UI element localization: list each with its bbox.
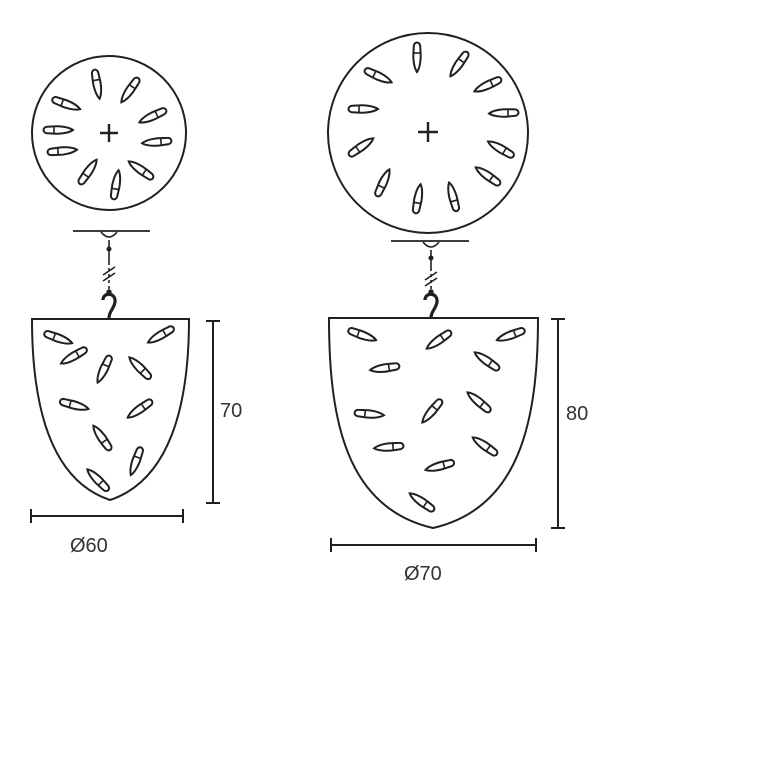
large-lamp-top-view bbox=[327, 32, 529, 234]
small-height-label: 70 bbox=[220, 400, 242, 422]
small-diameter-dimension bbox=[30, 509, 184, 523]
large-lamp-side-view bbox=[327, 317, 540, 530]
large-diameter-dimension bbox=[330, 538, 537, 552]
large-diameter-label: Ø70 bbox=[404, 563, 442, 585]
small-diameter-label: Ø60 bbox=[70, 535, 108, 557]
large-ceiling-mount bbox=[391, 240, 469, 295]
large-top-view-leaves bbox=[345, 41, 520, 215]
small-center-cross-icon bbox=[100, 124, 118, 142]
large-height-label: 80 bbox=[566, 403, 588, 425]
large-side-view-leaves bbox=[346, 325, 527, 515]
large-hook bbox=[423, 292, 439, 319]
small-side-view-leaves bbox=[42, 323, 177, 494]
small-lamp-top-view bbox=[31, 55, 187, 211]
small-height-dimension bbox=[206, 320, 220, 504]
small-hook bbox=[101, 292, 117, 319]
large-center-cross-icon bbox=[418, 122, 438, 142]
small-lamp: 70 Ø60 bbox=[30, 55, 242, 557]
large-height-dimension bbox=[551, 318, 565, 529]
large-lamp: 80 Ø70 bbox=[327, 32, 588, 585]
small-ceiling-mount bbox=[73, 230, 150, 295]
small-top-view-leaves bbox=[42, 68, 173, 201]
small-lamp-side-view bbox=[30, 318, 191, 502]
